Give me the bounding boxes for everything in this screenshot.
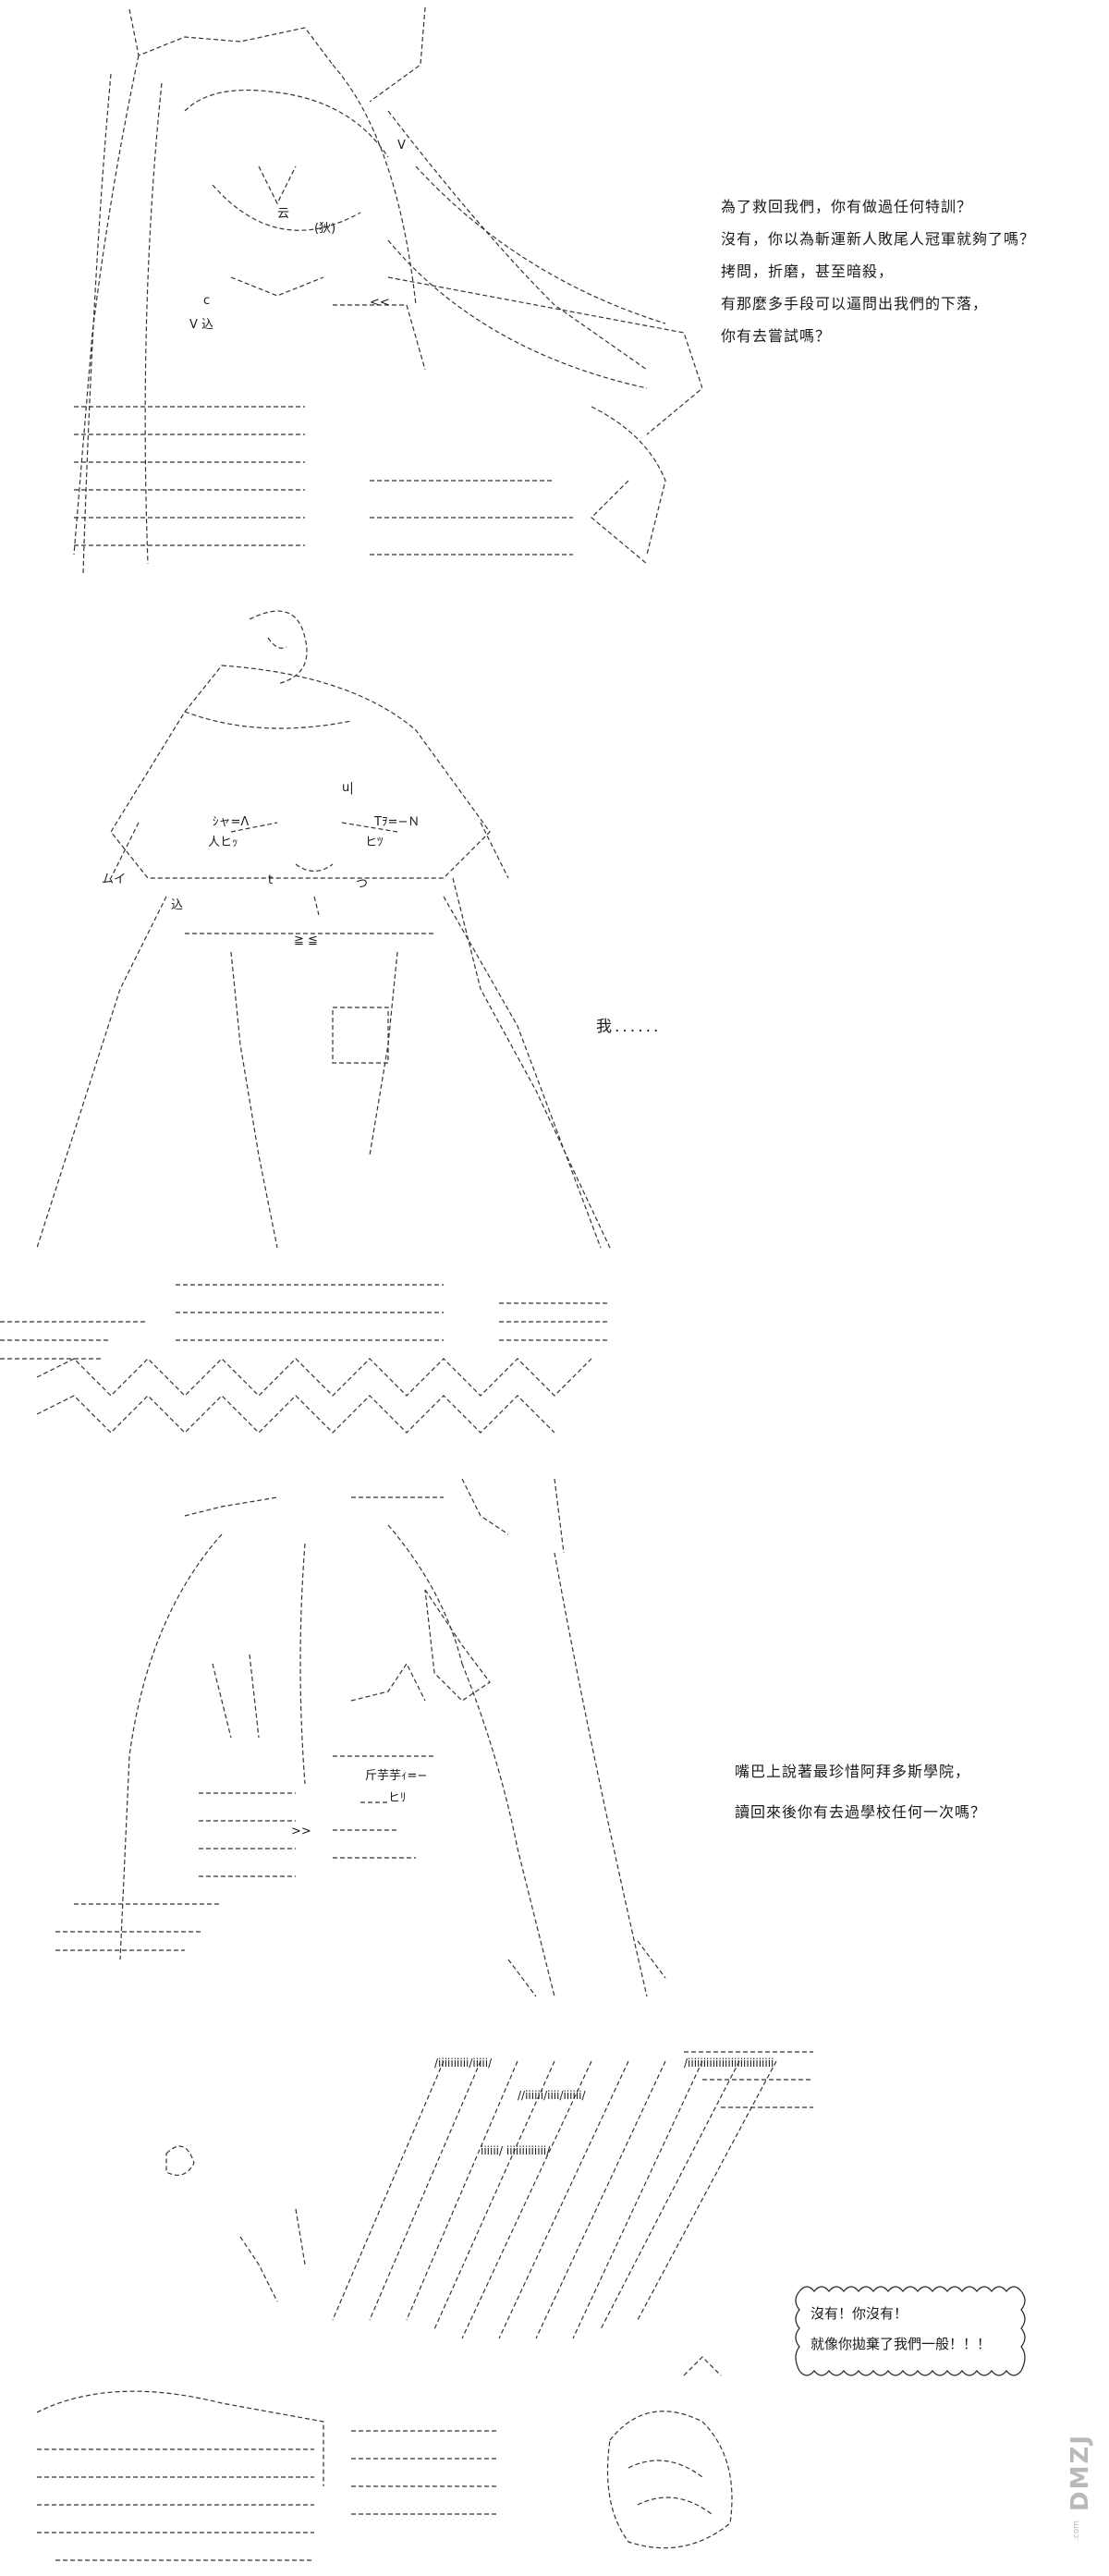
dialog-panel-3: 嘴巴上說著最珍惜阿拜多斯學院， 讀回來後你有去過學校任何一次嗎？: [735, 1752, 986, 1833]
art-glyph-cloud: 云: [277, 207, 290, 221]
art-glyph-v-komu: V 込: [189, 318, 214, 332]
ascii-art-girl-3: [55, 1479, 666, 1997]
ascii-art-girl-2: [0, 610, 611, 1434]
art-glyph-paren: (狄): [314, 222, 336, 236]
art-glyph-shiya: ｼャ=Λ: [213, 815, 250, 829]
art-glyph-t: t: [268, 873, 274, 887]
art-glyph-rain-a: /iiiiiiiiii/iiiii/: [434, 2057, 493, 2069]
dialog-line: 有那麼多手段可以逼問出我們的下落，: [721, 295, 989, 312]
art-glyph-rain-c: //iiiiii/iiii/iiiiii/: [518, 2089, 586, 2102]
art-glyph-ge: ≧ ≦: [294, 934, 318, 947]
dialog-line: 為了救回我們，你有做過任何特訓？: [721, 198, 973, 215]
dialog-line: 你有去嘗試嗎？: [721, 327, 832, 345]
ascii-art-rain-scene: [36, 2051, 813, 2561]
dialog-line: 嘴巴上說著最珍惜阿拜多斯學院，: [735, 1763, 971, 1780]
art-glyph-tsu: Tｦ=−Ｎ: [374, 815, 420, 829]
ascii-art-girl-1: [73, 6, 702, 574]
art-glyph-rain-d: iiiiii/ iiiiiiiiiiiii/: [481, 2144, 551, 2157]
dialog-panel-1: 為了救回我們，你有做過任何特訓？ 沒有，你以為斬運新人敗尾人冠軍就夠了嗎？ 拷問…: [721, 190, 1035, 352]
watermark-sub: .com: [1072, 2521, 1081, 2542]
bubble-line: 沒有！你沒有！: [810, 2305, 908, 2322]
speech-bubble: 沒有！你沒有！ 就像你拋棄了我們一般！！！: [790, 2278, 1035, 2382]
watermark-brand: DMZJ: [1066, 2434, 1094, 2511]
site-watermark: DMZJ .com: [1063, 2424, 1103, 2563]
dialog-line: 讀回來後你有去過學校任何一次嗎？: [735, 1803, 987, 1821]
art-glyph-rain-b: /iiiiiiiiiiiiiiiiiiiiiiiiiiii: [684, 2057, 774, 2069]
dialog-line: 拷問，折磨，甚至暗殺，: [721, 262, 895, 280]
art-glyph-gt: >>: [291, 1825, 311, 1838]
art-glyph-mui: ムイ: [102, 873, 127, 886]
panel-1: 云 (狄) V c V 込 << 為了救回我們，你有做過任何特訓？ 沒有，你以為…: [0, 0, 1109, 592]
art-glyph-hitsu: ヒﾂ: [365, 836, 384, 849]
art-glyph-u: u|: [342, 781, 354, 795]
art-glyph-fu: 斤芋芋ｨ=−: [365, 1769, 428, 1783]
art-glyph-c: c: [203, 294, 211, 308]
dialog-panel-2: 我......: [596, 1011, 661, 1044]
art-glyph-hito: 人ヒｯ: [208, 836, 238, 849]
panel-4: /iiiiiiiiii/iiiii/ /iiiiiiiiiiiiiiiiiiii…: [0, 2024, 1109, 2576]
bubble-line: 就像你拋棄了我們一般！！！: [810, 2336, 992, 2352]
dialog-line: 我......: [596, 1018, 662, 1036]
dialog-line: 沒有，你以為斬運新人敗尾人冠軍就夠了嗎？: [721, 230, 1036, 248]
art-glyph-tsu2: つ: [356, 877, 369, 891]
art-glyph-lt: <<: [370, 296, 390, 310]
art-glyph-v: V: [397, 139, 406, 153]
art-glyph-hiri: ヒﾘ: [388, 1791, 407, 1805]
panel-2: u| ｼャ=Λ Tｦ=−Ｎ 人ヒｯ ヒﾂ ムイ t つ 込 ≧ ≦ 我.....…: [0, 601, 1109, 1470]
panel-3: 斤芋芋ｨ=− ヒﾘ >> 嘴巴上說著最珍惜阿拜多斯學院， 讀回來後你有去過學校任…: [0, 1479, 1109, 2015]
art-glyph-komu: 込: [171, 898, 184, 912]
